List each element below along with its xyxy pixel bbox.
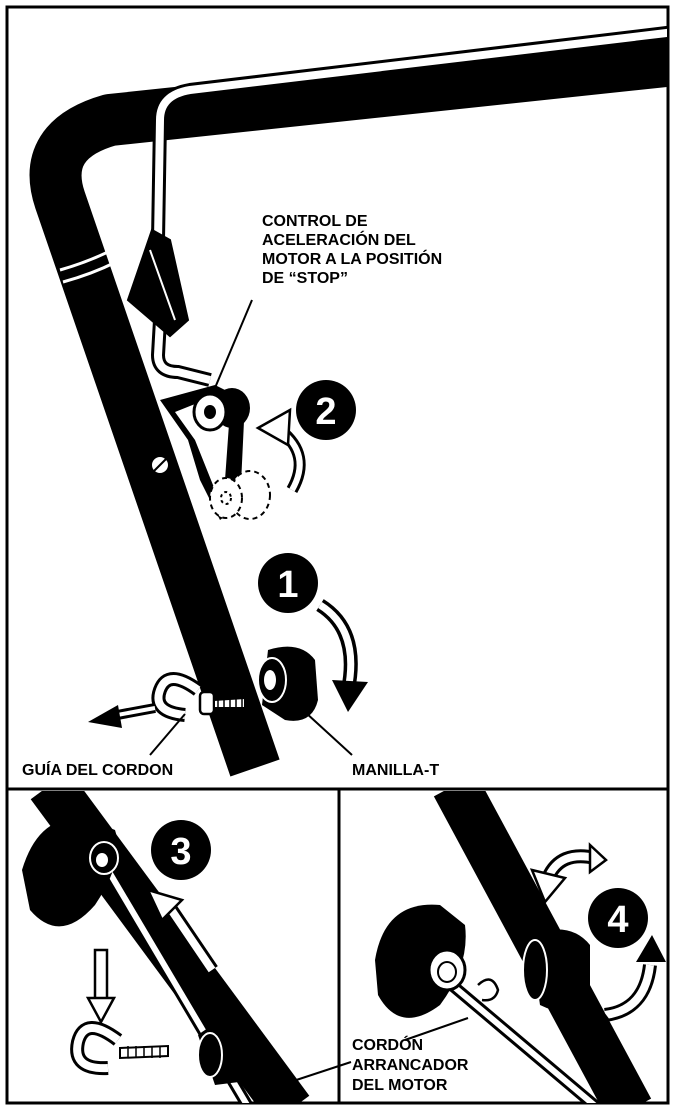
rotate-arrow-bottom-icon: [592, 935, 666, 1028]
t-handle-leader-line: [304, 711, 353, 756]
rope-guide-leader-line: [149, 713, 186, 756]
starter-rope-label-line-1: CORDÓN: [352, 1035, 423, 1054]
rotate-arrow-icon: [316, 599, 368, 712]
control-bail: [126, 25, 667, 387]
bottom-left-panel: 3: [22, 791, 310, 1103]
throttle-label-line-1: CONTROL DE: [262, 213, 368, 230]
starter-rope-leader-right: [404, 1017, 469, 1041]
t-handle-knob-right: [530, 929, 590, 1012]
throttle-label-line-4: DE “STOP”: [262, 270, 348, 287]
starter-rope-label-line-2: ARRANCADOR: [352, 1057, 469, 1074]
pull-left-arrow-icon: [88, 703, 156, 728]
step-2-number: 2: [315, 391, 336, 433]
rotate-arrow-top-icon: [529, 842, 608, 905]
step-2-badge: 2: [296, 380, 356, 440]
step-3-number: 3: [170, 831, 191, 873]
bottom-right-panel: 4: [375, 791, 666, 1103]
throttle-label-line-3: MOTOR A LA POSITIÓN: [262, 249, 442, 268]
throttle-label: CONTROL DE ACELERACIÓN DEL MOTOR A LA PO…: [262, 213, 442, 287]
step-4-badge: 4: [588, 888, 648, 948]
panel-frames: [5, 5, 670, 1105]
rope-t-grip: [22, 818, 119, 927]
rope-guide-label: GUÍA DEL CORDON: [22, 760, 173, 779]
rope-guide-eyebolt: [151, 672, 246, 722]
rope-t-grip-right: [375, 904, 500, 1018]
throttle-label-line-2: ACELERACIÓN DEL: [262, 230, 416, 249]
top-panel: 2 1: [22, 25, 667, 779]
rope-guide-eyebolt-lower: [70, 1021, 169, 1076]
curved-arrow-icon: [255, 407, 306, 493]
down-arrow-icon: [85, 948, 117, 1025]
starter-rope-label-line-3: DEL MOTOR: [352, 1077, 448, 1094]
t-handle-knob: [257, 646, 318, 721]
step-1-badge: 1: [258, 553, 318, 613]
starter-rope-leader-left: [271, 1061, 352, 1089]
throttle-control: [160, 385, 271, 520]
step-3-badge: 3: [151, 820, 211, 880]
up-arrow-icon: [145, 888, 218, 974]
starter-rope-label: CORDÓN ARRANCADOR DEL MOTOR: [352, 1035, 469, 1094]
throttle-leader-line: [211, 299, 253, 396]
mower-handle: [29, 34, 667, 777]
step-1-number: 1: [277, 564, 298, 606]
t-handle-label: MANILLA-T: [352, 762, 439, 779]
step-4-number: 4: [607, 899, 628, 941]
